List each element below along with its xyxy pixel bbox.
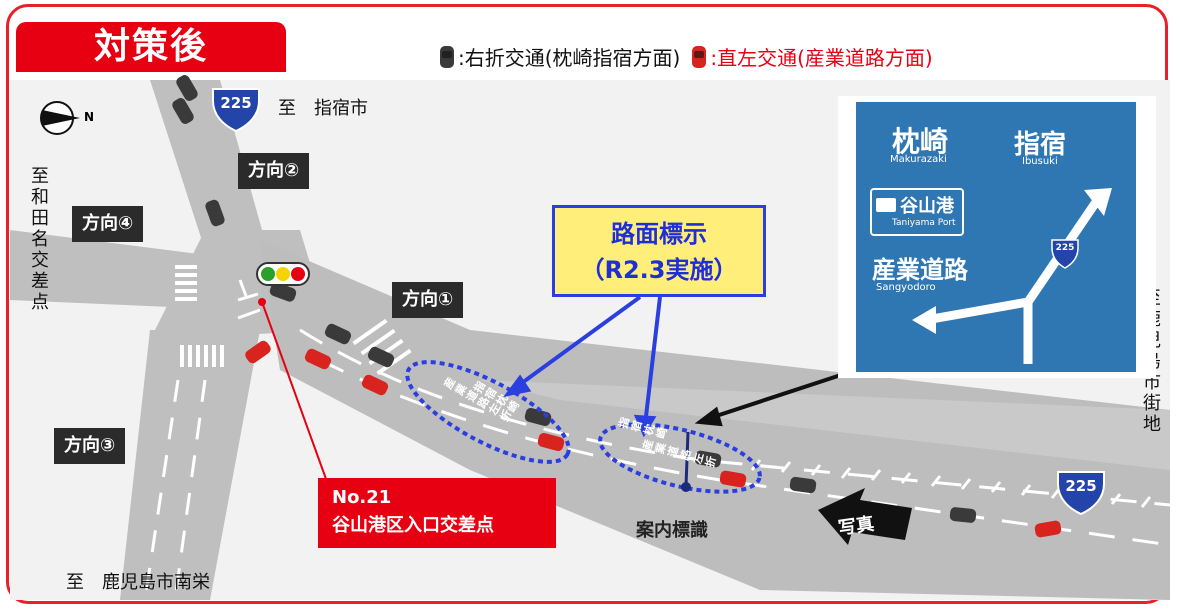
direction-1: 方向① (392, 282, 464, 318)
compass-icon (40, 101, 80, 135)
road-marking-zone-left (405, 360, 571, 464)
car (524, 407, 552, 427)
car (172, 98, 194, 124)
car (245, 340, 271, 364)
legend-straight-left: :直左交通(産業道路方面) (710, 46, 933, 70)
sign-dest2-romaji: Ibusuki (1022, 156, 1058, 167)
sign-arrows-icon (912, 188, 1112, 364)
car (537, 432, 565, 452)
sign-dest1-romaji: Makurazaki (890, 154, 947, 165)
car (324, 323, 352, 345)
route-shield-icon (212, 88, 260, 133)
intersection-number: No.21 (332, 487, 392, 508)
sign-port-romaji: Taniyama Port (892, 218, 956, 228)
sign-route-number: 225 (1055, 243, 1075, 253)
black-car-icon (440, 45, 454, 68)
road-marking-zone-right (598, 422, 762, 494)
car (719, 470, 747, 488)
callout-line1: 路面標示 (611, 220, 707, 248)
guide-sign-photo: 枕崎 Makurazaki 指宿 Ibusuki 谷山港 Taniyama Po… (838, 96, 1156, 378)
dest-west: 至和田名交差点 (28, 166, 49, 313)
car (1034, 520, 1062, 538)
route-number-bottom: 225 (1065, 477, 1097, 495)
car (361, 374, 389, 396)
car (789, 476, 817, 494)
car (176, 75, 198, 101)
red-cars (245, 340, 1062, 538)
compass-label: N (84, 110, 95, 124)
dest-south: 至 鹿児島市南栄 (66, 572, 210, 593)
car (304, 348, 332, 370)
ship-icon (876, 198, 896, 212)
legend: :右折交通(枕崎指宿方面) :直左交通(産業道路方面) (440, 42, 933, 71)
car (269, 282, 297, 302)
guide-sign-label: 案内標識 (636, 520, 708, 541)
sign-road: 産業道路 (872, 256, 968, 284)
direction-2: 方向② (238, 153, 310, 189)
black-cars (172, 75, 977, 523)
intersection-callout: No.21 谷山港区入口交差点 (318, 478, 556, 548)
car (367, 346, 395, 368)
guide-sign-board: 枕崎 Makurazaki 指宿 Ibusuki 谷山港 Taniyama Po… (856, 102, 1136, 372)
sign-road-romaji: Sangyodoro (876, 282, 936, 293)
page-title: 対策後 (16, 22, 286, 72)
photo-label: 写真 (836, 513, 876, 540)
traffic-signal-icon (256, 262, 310, 306)
direction-3: 方向③ (54, 428, 126, 464)
car (694, 450, 722, 468)
north-road (150, 80, 262, 250)
car (205, 199, 225, 227)
guide-sign-marker-icon (681, 431, 691, 492)
callout-line2: （R2.3実施） (580, 256, 738, 284)
red-car-icon (692, 45, 707, 68)
dest-ibusuki: 至 指宿市 (278, 98, 368, 119)
route-shield-icon (1057, 471, 1105, 516)
sign-dest2: 指宿 (1014, 130, 1067, 160)
intersection-name: 谷山港区入口交差点 (332, 515, 494, 536)
road-marking-callout: 路面標示 （R2.3実施） (552, 205, 766, 297)
route-number-top: 225 (220, 94, 252, 112)
legend-right-turn: :右折交通(枕崎指宿方面) (458, 46, 681, 70)
photo-direction-arrow-icon (818, 488, 912, 545)
car (949, 507, 977, 523)
port-sign-box: 谷山港 Taniyama Port (870, 188, 964, 236)
sign-dest1: 枕崎 (892, 125, 949, 158)
direction-4: 方向④ (72, 206, 144, 242)
sign-port: 谷山港 (900, 196, 954, 217)
